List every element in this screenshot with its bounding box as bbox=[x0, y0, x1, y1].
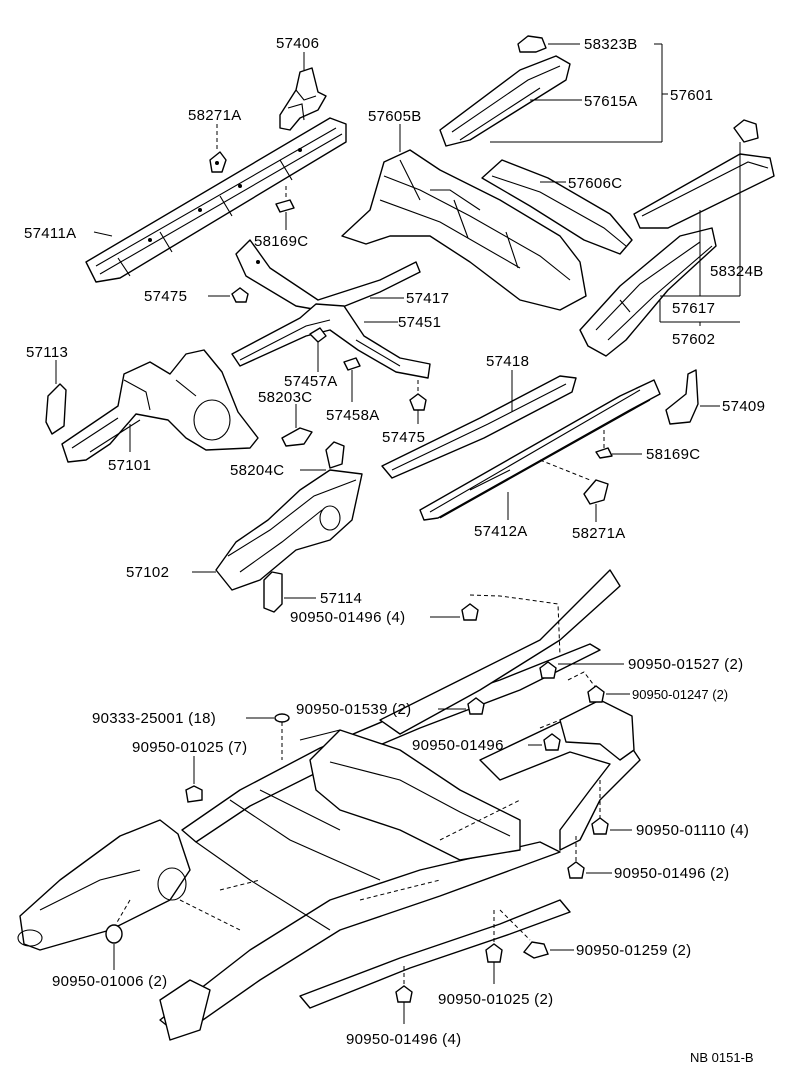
frame-assembly bbox=[17, 569, 641, 1041]
label-57412A: 57412A bbox=[474, 523, 528, 540]
label-57113: 57113 bbox=[26, 344, 68, 361]
label-57602: 57602 bbox=[672, 331, 715, 348]
fastener-f3 bbox=[587, 685, 605, 703]
crossmember-57417 bbox=[235, 239, 421, 313]
fastener-f6 bbox=[185, 785, 203, 803]
reinforcement-57418 bbox=[381, 375, 577, 479]
side-member-57101 bbox=[61, 349, 259, 463]
fastener-f11 bbox=[105, 924, 123, 944]
label-f12: 90950-01025 (2) bbox=[438, 991, 553, 1008]
label-57458A: 57458A bbox=[326, 407, 380, 424]
nut-57475-b bbox=[409, 393, 427, 411]
label-57451: 57451 bbox=[398, 314, 441, 331]
fastener-f13 bbox=[395, 985, 413, 1003]
bracket-57409 bbox=[665, 369, 699, 425]
bracket-57113 bbox=[45, 383, 67, 435]
label-f1: 90950-01496 (4) bbox=[290, 609, 405, 626]
reference-code: NB 0151-B bbox=[690, 1050, 754, 1065]
fastener-f1 bbox=[461, 603, 479, 621]
label-57605B: 57605B bbox=[368, 108, 422, 125]
gusset-58271A-top bbox=[209, 151, 227, 173]
label-57406: 57406 bbox=[276, 35, 319, 52]
rail-57411A bbox=[85, 117, 347, 283]
label-57615A: 57615A bbox=[584, 93, 638, 110]
fastener-f10 bbox=[522, 941, 549, 959]
plate-57458A bbox=[343, 357, 361, 371]
label-f8: 90950-01110 (4) bbox=[636, 822, 749, 839]
label-58271A-top: 58271A bbox=[188, 107, 242, 124]
label-57617: 57617 bbox=[672, 300, 715, 317]
bracket-58204C bbox=[325, 441, 345, 469]
label-58204C: 58204C bbox=[230, 462, 284, 479]
label-57418: 57418 bbox=[486, 353, 529, 370]
label-f10: 90950-01259 (2) bbox=[576, 942, 691, 959]
label-f13: 90950-01496 (4) bbox=[346, 1031, 461, 1048]
clip-58324B bbox=[733, 119, 759, 143]
nut-57475-a bbox=[231, 287, 249, 303]
plate-58169C-right bbox=[595, 447, 613, 459]
label-58169C-right: 58169C bbox=[646, 446, 700, 463]
label-58323B: 58323B bbox=[584, 36, 638, 53]
label-57606C: 57606C bbox=[568, 175, 622, 192]
rail-57617 bbox=[633, 153, 775, 229]
label-57475-a: 57475 bbox=[144, 288, 187, 305]
fastener-f8 bbox=[591, 817, 609, 835]
label-f5: 90950-01539 (2) bbox=[296, 701, 411, 718]
label-57409: 57409 bbox=[722, 398, 765, 415]
member-57615A bbox=[439, 55, 571, 147]
label-58203C: 58203C bbox=[258, 389, 312, 406]
fastener-f12 bbox=[485, 943, 503, 963]
label-f2: 90950-01527 (2) bbox=[628, 656, 743, 673]
label-57601: 57601 bbox=[670, 87, 713, 104]
fastener-f4 bbox=[274, 713, 290, 723]
label-57417: 57417 bbox=[406, 290, 449, 307]
bracket-58203C bbox=[281, 427, 313, 447]
label-57114: 57114 bbox=[320, 590, 362, 607]
fastener-f2 bbox=[539, 661, 557, 679]
crossmember-57451 bbox=[231, 303, 431, 379]
label-57102: 57102 bbox=[126, 564, 169, 581]
bracket-57114 bbox=[263, 571, 283, 613]
label-f4: 90333-25001 (18) bbox=[92, 710, 216, 727]
label-f7: 90950-01496 bbox=[412, 737, 504, 754]
label-58324B: 58324B bbox=[710, 263, 764, 280]
floor-section-57606C bbox=[481, 159, 633, 255]
clip-58323B bbox=[517, 35, 547, 53]
rail-57412A bbox=[419, 379, 661, 521]
gusset-58271A-bottom bbox=[583, 479, 609, 505]
label-57101: 57101 bbox=[108, 457, 151, 474]
label-57475-b: 57475 bbox=[382, 429, 425, 446]
floor-pan-57605B bbox=[341, 149, 587, 311]
side-member-57602 bbox=[579, 227, 717, 357]
label-58271A-bottom: 58271A bbox=[572, 525, 626, 542]
bracket-57406 bbox=[279, 67, 327, 131]
label-f6: 90950-01025 (7) bbox=[132, 739, 247, 756]
label-58169C-top: 58169C bbox=[254, 233, 308, 250]
label-f9: 90950-01496 (2) bbox=[614, 865, 729, 882]
plate-58169C-top bbox=[275, 199, 295, 213]
label-57411A: 57411A bbox=[24, 225, 76, 242]
bracket-57457A bbox=[309, 327, 327, 343]
fastener-f5 bbox=[467, 697, 485, 715]
label-f3: 90950-01247 (2) bbox=[632, 687, 728, 702]
fastener-f7 bbox=[543, 733, 561, 751]
fastener-f9 bbox=[567, 861, 585, 879]
label-f11: 90950-01006 (2) bbox=[52, 973, 167, 990]
side-member-57102 bbox=[215, 469, 363, 591]
label-57457A: 57457A bbox=[284, 373, 338, 390]
